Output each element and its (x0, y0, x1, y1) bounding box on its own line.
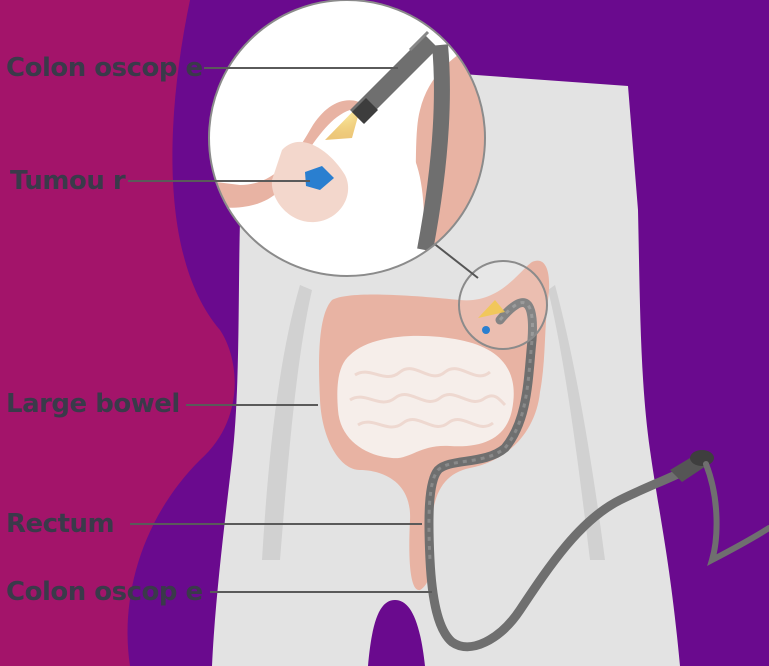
label-rectum: Rectum (6, 511, 114, 537)
label-colonoscope-bottom: Colon oscop e (6, 579, 203, 605)
label-colonoscope-top: Colon oscop e (6, 55, 203, 81)
label-tumour: Tumou r (10, 168, 125, 194)
label-large-bowel: Large bowel (6, 391, 180, 417)
